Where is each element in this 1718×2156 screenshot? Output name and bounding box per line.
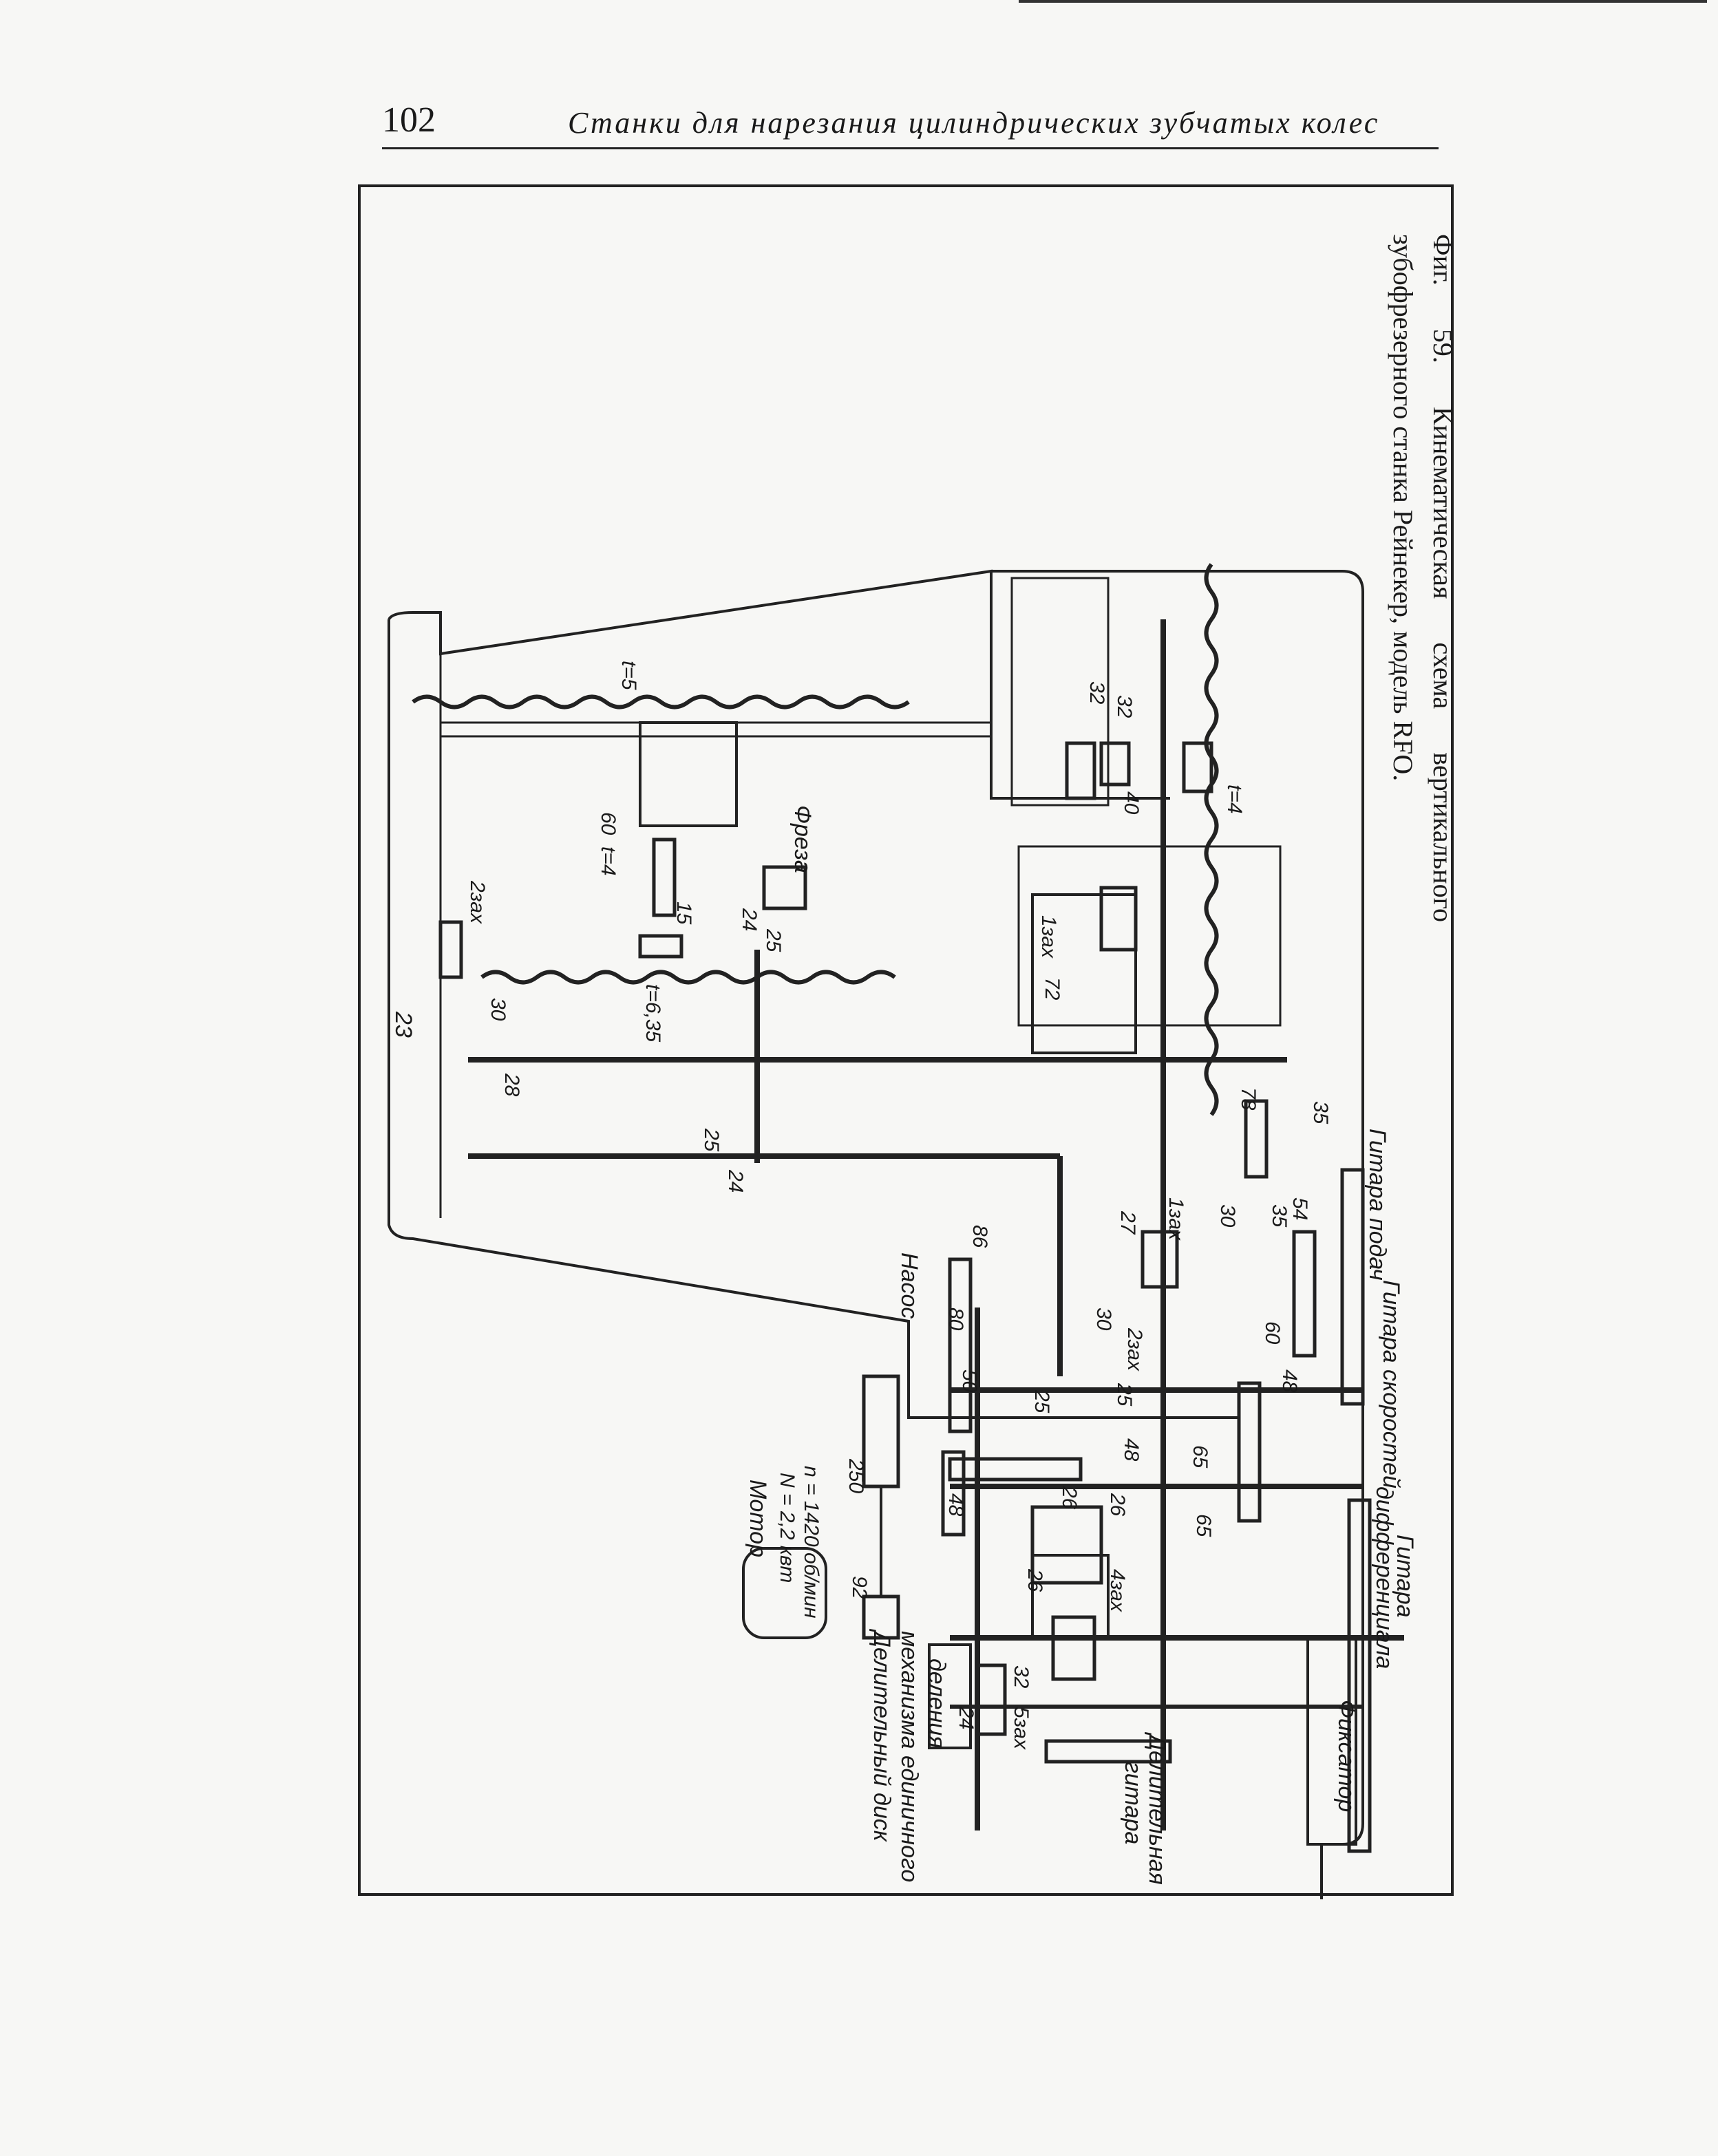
label-n60b: 60 [597,812,619,835]
label-n24a: 24 [955,1707,977,1730]
label-n1zahb: 1зах [1037,915,1060,958]
label-t5: t=5 [617,661,640,690]
label-n4zah: 4зах [1106,1569,1129,1612]
label-n26b: 26 [1106,1493,1129,1517]
label-n25b: 25 [1113,1383,1136,1407]
label-n65a: 65 [1189,1445,1211,1469]
label-n5zah: 5зах [1010,1707,1032,1749]
label-n25c: 25 [700,1129,723,1152]
label-n54: 54 [1288,1197,1311,1221]
label-n2zahb: 2зах [466,881,489,924]
label-n250: 250 [845,1459,867,1494]
figure-caption-box: Фиг. 59. Кинематическая схема вертикальн… [1263,234,1463,922]
label-t635: t=6,35 [641,984,664,1043]
label-n35a: 35 [1268,1204,1291,1228]
label-n26c: 26 [1024,1569,1046,1592]
label-n65b: 65 [1192,1514,1215,1537]
label-n15: 15 [672,901,695,925]
label-motor-speed: n = 1420 об/мин [800,1466,823,1619]
label-n72: 72 [1041,977,1063,1001]
label-motor: Мотор [745,1480,771,1557]
label-n35b: 35 [1309,1101,1332,1124]
header-rule [382,147,1439,149]
label-n30c: 30 [487,998,509,1021]
label-feed-guitar: Гитара подач [1364,1129,1390,1281]
label-n26a: 26 [1058,1486,1081,1510]
label-div-guitar-1: Делительная [1144,1734,1170,1885]
label-n28: 28 [500,1074,523,1097]
label-cutter: Фреза [789,805,816,873]
label-n2zah: 2зах [1123,1328,1146,1371]
label-n92: 92 [848,1576,871,1599]
label-n86: 86 [968,1225,991,1248]
label-n50: 50 [958,1369,981,1393]
label-div-guitar-2: гитара [1120,1762,1146,1845]
label-motor-power: N = 2,2 квт [776,1473,798,1583]
top-border-line [1019,0,1707,3]
label-diff-guitar-2: дифференциала [1371,1486,1397,1669]
label-n25a: 25 [1030,1390,1053,1413]
page-number: 102 [382,100,436,140]
label-pump: Насос [896,1252,922,1319]
label-n32b: 32 [1113,695,1136,718]
label-n40: 40 [1120,791,1143,815]
label-n80: 80 [944,1308,967,1331]
label-n32a: 32 [1010,1665,1032,1689]
label-indexing-disk-3: деления [924,1658,950,1749]
label-fixator: Фиксатор [1333,1700,1359,1813]
label-indexing-disk-1: Делительный диск [869,1631,895,1842]
label-n78: 78 [1237,1087,1260,1111]
label-n60a: 60 [1261,1321,1284,1345]
label-n48b: 48 [1120,1438,1143,1462]
figure-frame [358,184,1454,1896]
label-t4b: t=4 [1223,785,1246,814]
label-n27: 27 [1116,1211,1139,1235]
label-n24c: 24 [738,908,761,932]
label-n23: 23 [390,1012,416,1038]
label-n30b: 30 [1216,1204,1239,1228]
running-title: Станки для нарезания цилиндрических зубч… [568,106,1380,140]
page-header: 102 Станки для нарезания цилиндрических … [382,100,1435,148]
label-n1zah: 1зах [1165,1197,1187,1240]
label-n32c: 32 [1085,681,1108,705]
label-n48c: 48 [1278,1369,1301,1393]
label-indexing-disk-2: механизма единичного [896,1631,922,1883]
label-n24b: 24 [724,1170,747,1193]
label-n25d: 25 [762,929,785,952]
label-n30a: 30 [1092,1308,1115,1331]
label-n48a: 48 [944,1493,967,1517]
figure-caption: Фиг. 59. Кинематическая схема вертикальн… [1388,234,1459,922]
label-speed-guitar: Гитара скоростей [1378,1280,1404,1488]
label-t4a: t=4 [597,846,619,876]
